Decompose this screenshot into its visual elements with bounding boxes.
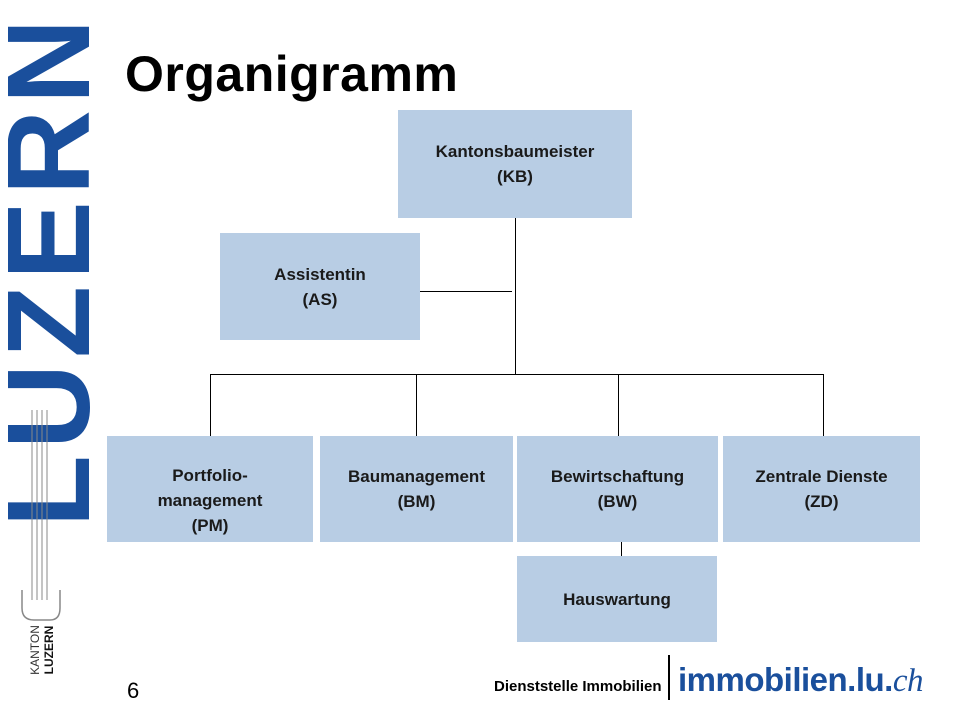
kanton-luzern-logo: KANTON LUZERN [14,410,64,680]
kb-abbr: (KB) [497,167,533,186]
org-box-assistentin: Assistentin (AS) [220,233,420,340]
pm-abbr: (PM) [191,515,229,535]
connector-drop-pm [210,374,211,436]
connector-root-down [515,218,516,374]
footer-site-name: immobilien.lu. [678,661,893,698]
zd-title: Zentrale Dienste [755,467,888,486]
org-box-hauswartung: Hauswartung [517,556,717,642]
as-abbr: (AS) [302,289,338,309]
org-box-kantonsbaumeister: Kantonsbaumeister (KB) [398,110,632,218]
connector-staff [420,291,512,292]
bw-abbr: (BW) [597,492,638,511]
connector-drop-bw [618,374,619,436]
connector-drop-bm [416,374,417,436]
page-title: Organigramm [125,46,459,102]
page-number: 6 [127,678,140,703]
brand-vertical-text: LUZERN [8,13,108,528]
hauswartung-label: Hauswartung [563,589,671,609]
footer-department: Dienststelle Immobilien [494,678,662,695]
zd-abbr: (ZD) [804,492,839,511]
connector-horizontal-bus [210,374,824,375]
bw-title: Bewirtschaftung [550,467,685,486]
bm-title: Baumanagement [348,467,485,486]
logo-luzern-text: LUZERN [42,626,56,675]
bm-abbr: (BM) [397,492,436,511]
org-box-zentrale-dienste: Zentrale Dienste (ZD) [723,436,920,542]
footer-separator [668,655,670,700]
kb-title: Kantonsbaumeister [435,142,595,161]
org-box-bewirtschaftung: Bewirtschaftung (BW) [517,436,718,542]
pm-line2: management [157,490,263,510]
org-box-baumanagement: Baumanagement (BM) [320,436,513,542]
footer-site-tld: ch [892,663,924,699]
org-box-portfolio-management: Portfolio- management (PM) [107,436,313,542]
logo-kanton-text: KANTON [28,625,42,675]
connector-drop-zd [823,374,824,436]
pm-line1: Portfolio- [172,465,248,485]
as-title: Assistentin [274,264,366,284]
connector-bw-hauswartung [621,542,622,556]
footer-site-logo: immobilien.lu.ch [678,661,924,700]
brand-vertical-wordmark: LUZERN [8,0,108,540]
